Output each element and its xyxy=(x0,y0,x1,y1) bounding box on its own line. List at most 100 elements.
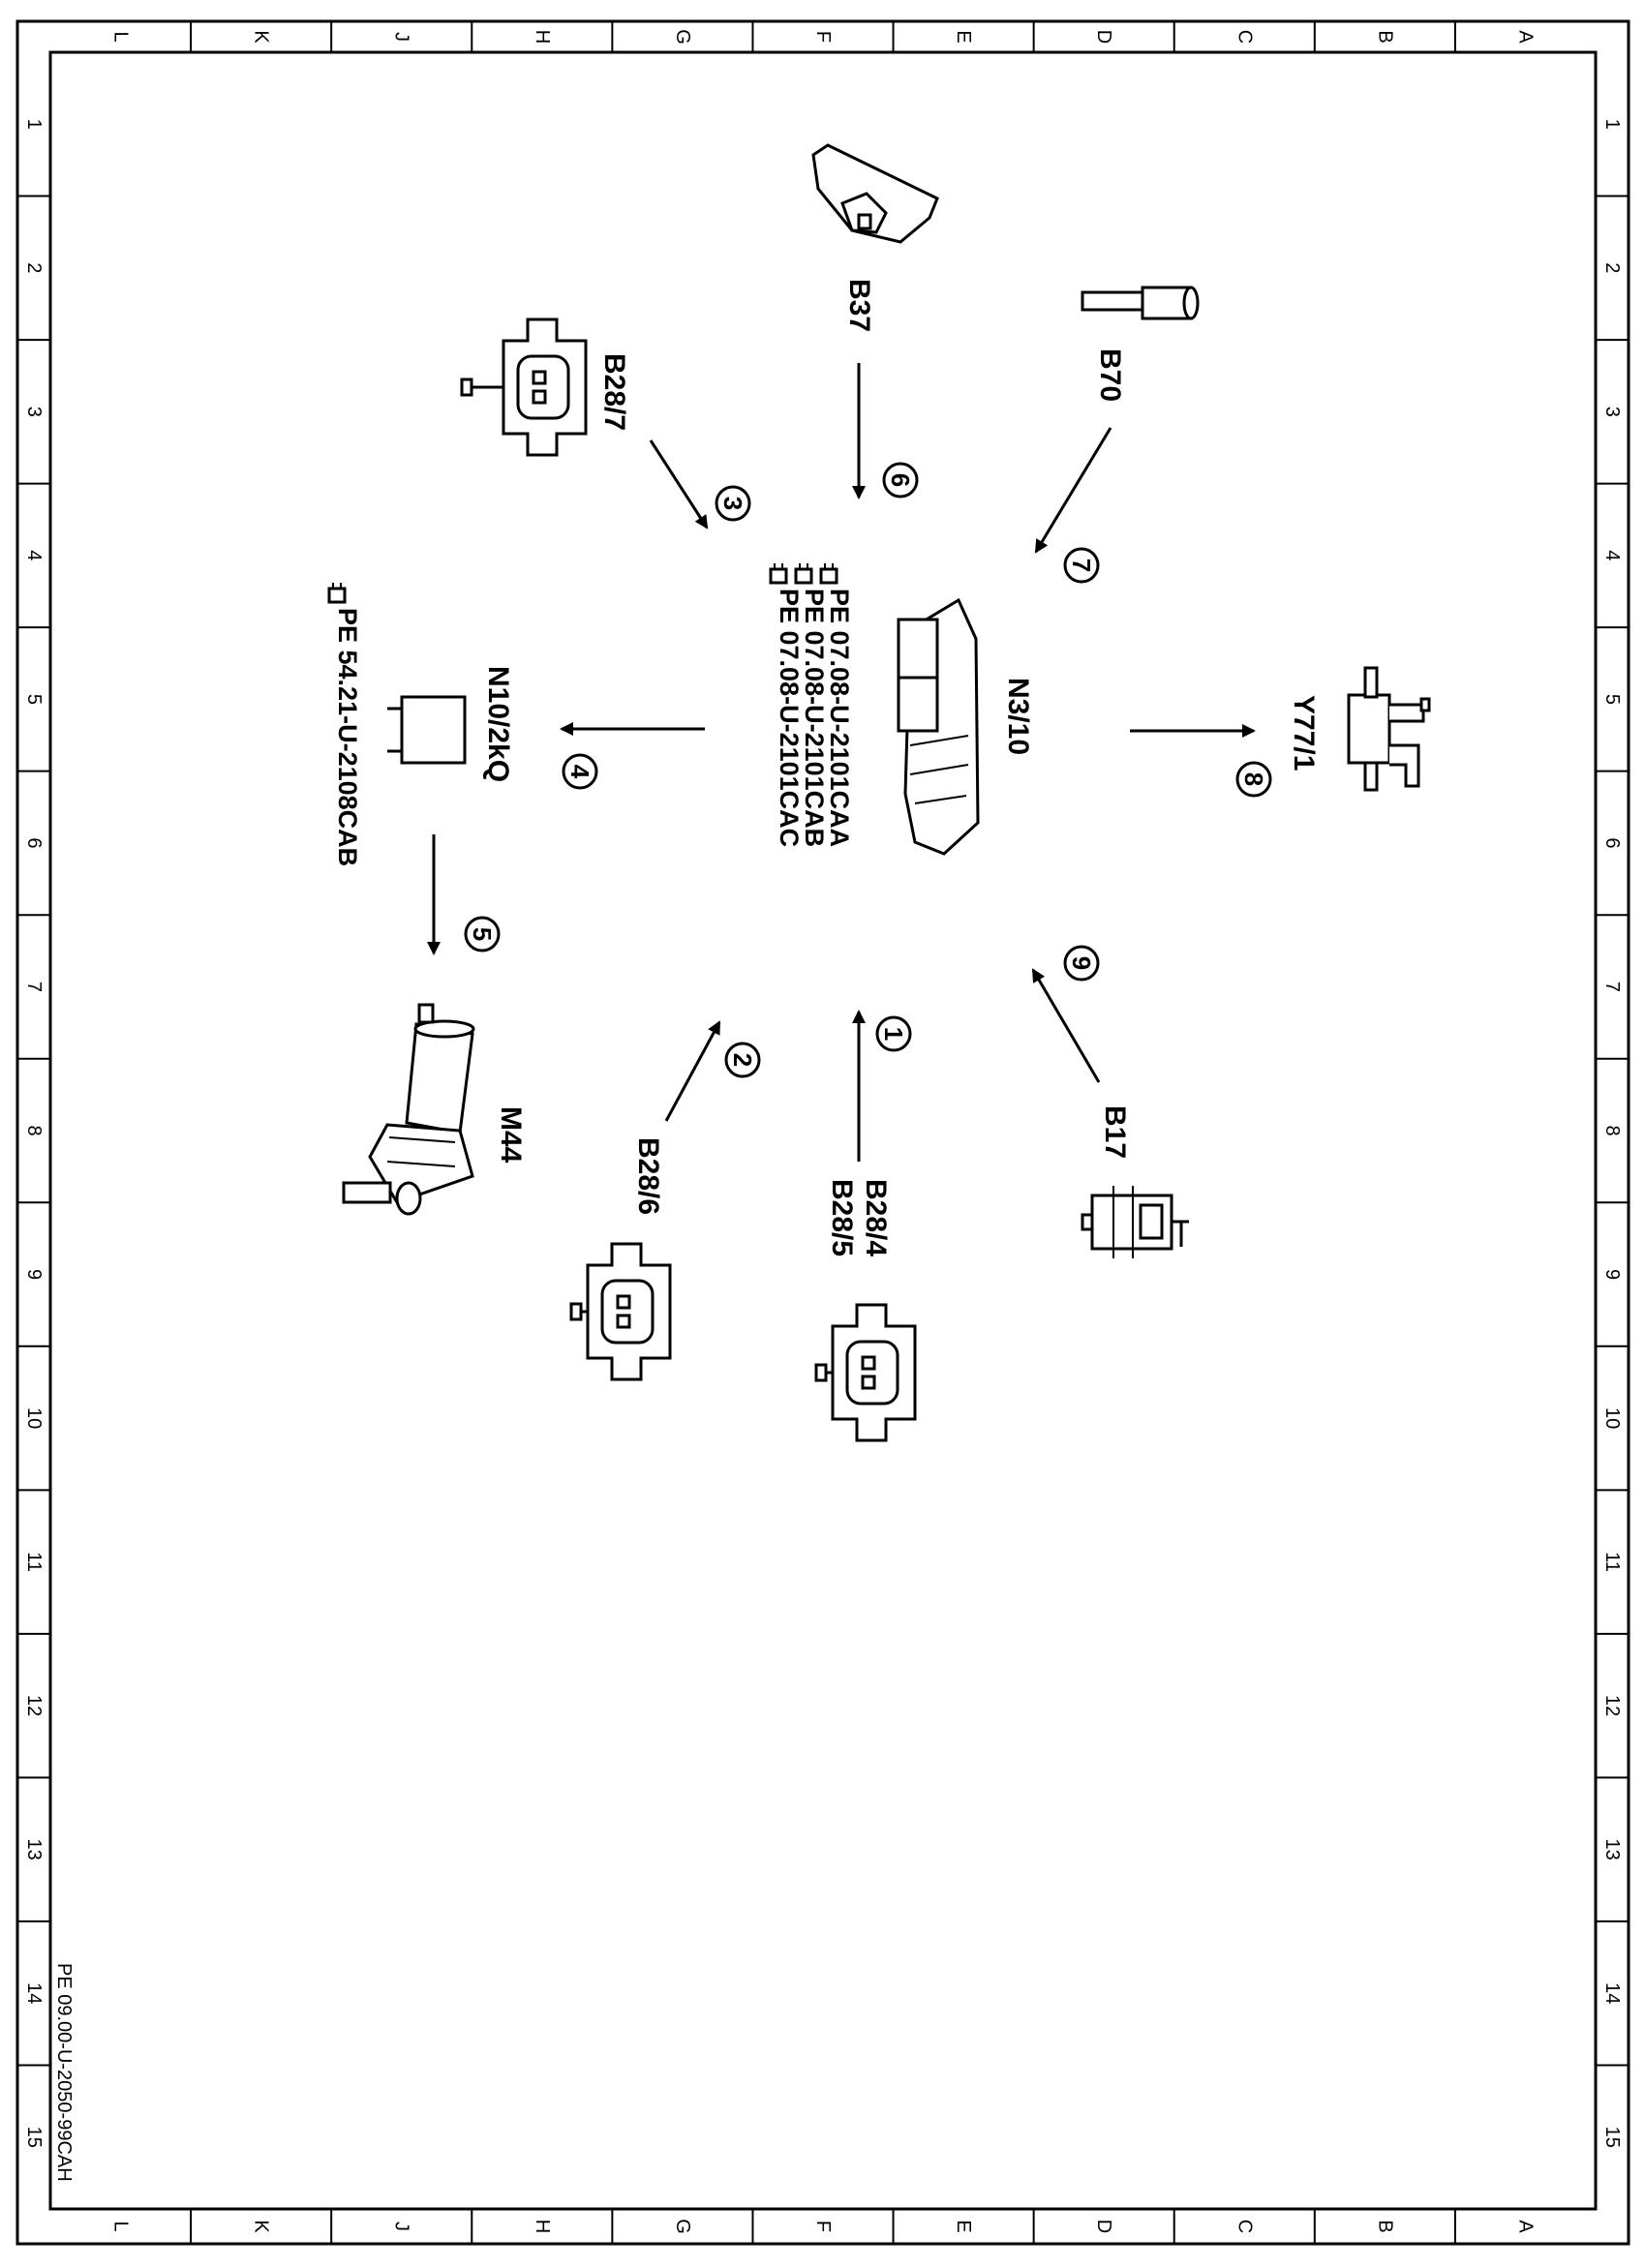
column-label-top: E xyxy=(953,30,974,43)
pump-m44-icon xyxy=(342,1003,475,1216)
step-4: 4 xyxy=(562,753,598,790)
column-label-bottom: L xyxy=(110,2221,132,2231)
row-label-right: 7 xyxy=(1601,982,1623,992)
row-label-left: 1 xyxy=(23,119,45,130)
svg-text:8: 8 xyxy=(1239,772,1268,786)
svg-text:4: 4 xyxy=(565,765,594,779)
label-m44: M44 xyxy=(495,1106,527,1164)
column-label-bottom: B xyxy=(1374,2220,1395,2232)
grid-ticks xyxy=(17,21,1629,2244)
label-b17: B17 xyxy=(1099,1105,1131,1159)
valve-y77-1-icon xyxy=(1347,666,1431,792)
document-id: PE 09.00-U-2050-99CAH xyxy=(53,1963,75,2182)
row-label-right: 2 xyxy=(1601,262,1623,273)
step-5: 5 xyxy=(464,916,501,953)
column-label-bottom: K xyxy=(251,2220,272,2233)
column-label-bottom: H xyxy=(532,2220,553,2233)
relay-n10-2kq-icon xyxy=(387,695,467,765)
label-n10-2kq: N10/2kQ xyxy=(482,666,514,782)
label-n3-10: N3/10 xyxy=(1002,678,1034,755)
column-label-top: K xyxy=(251,30,272,44)
reference-pointer-icon xyxy=(327,563,838,604)
label-b28-5: B28/5 xyxy=(826,1179,858,1256)
pressure-sensor-b28-4-5-icon xyxy=(814,1303,917,1442)
step-9: 9 xyxy=(1063,945,1100,982)
ref-n3-10-b: PE 07.08-U-2101CAB xyxy=(800,589,829,847)
label-b70: B70 xyxy=(1094,348,1126,402)
arrow-b28-6-to-n3-10 xyxy=(664,1020,721,1122)
row-label-right: 6 xyxy=(1601,837,1623,848)
column-label-bottom: F xyxy=(812,2221,834,2232)
column-label-top: F xyxy=(812,31,834,43)
column-label-top: H xyxy=(532,30,553,44)
svg-text:3: 3 xyxy=(718,497,747,510)
svg-text:2: 2 xyxy=(728,1053,757,1067)
pressure-sensor-b28-7-icon xyxy=(460,318,588,457)
row-label-left: 11 xyxy=(23,1552,45,1572)
step-2: 2 xyxy=(724,1042,761,1078)
svg-text:7: 7 xyxy=(1067,559,1096,572)
row-label-right: 4 xyxy=(1601,550,1623,560)
column-label-bottom: G xyxy=(672,2219,693,2234)
svg-text:5: 5 xyxy=(468,927,497,941)
row-label-right: 13 xyxy=(1601,1839,1623,1860)
temperature-sensor-b17-icon xyxy=(1081,1186,1189,1258)
row-label-left: 8 xyxy=(23,1125,45,1135)
arrow-b17-to-n3-10 xyxy=(1031,968,1101,1083)
row-label-left: 3 xyxy=(23,407,45,417)
column-label-bottom: C xyxy=(1234,2220,1255,2233)
ref-n3-10-a: PE 07.08-U-2101CAA xyxy=(825,589,854,847)
inner-border xyxy=(48,50,1598,2211)
step-3: 3 xyxy=(715,485,751,522)
svg-text:1: 1 xyxy=(879,1027,908,1041)
row-label-left: 15 xyxy=(23,2127,45,2148)
column-label-bottom: E xyxy=(953,2220,974,2232)
row-label-right: 1 xyxy=(1601,119,1623,130)
step-7: 7 xyxy=(1063,547,1100,584)
ref-n10-2kq: PE 54.21-U-2108CAB xyxy=(333,608,362,866)
row-label-right: 14 xyxy=(1601,1982,1623,2004)
label-y77-1: Y77/1 xyxy=(1288,695,1320,771)
row-label-left: 12 xyxy=(23,1695,45,1716)
outer-border xyxy=(15,19,1630,2246)
row-label-left: 13 xyxy=(23,1839,45,1860)
row-label-left: 7 xyxy=(23,982,45,992)
row-label-right: 11 xyxy=(1601,1552,1623,1572)
label-b37: B37 xyxy=(843,279,875,332)
column-label-top: L xyxy=(110,31,132,42)
row-label-right: 9 xyxy=(1601,1269,1623,1280)
column-label-top: G xyxy=(672,29,693,45)
row-label-left: 2 xyxy=(23,262,45,273)
ref-n3-10-c: PE 07.08-U-2101CAC xyxy=(775,589,804,847)
label-b28-4: B28/4 xyxy=(860,1179,892,1256)
row-label-right: 12 xyxy=(1601,1695,1623,1716)
step-8: 8 xyxy=(1235,761,1272,798)
column-label-bottom: D xyxy=(1093,2220,1114,2233)
row-label-left: 14 xyxy=(23,1982,45,2004)
row-label-right: 15 xyxy=(1601,2127,1623,2148)
arrow-b70-to-n3-10 xyxy=(1034,427,1112,554)
column-label-top: C xyxy=(1234,30,1255,44)
arrow-b28-7-to-n3-10 xyxy=(649,439,709,529)
row-label-right: 3 xyxy=(1601,407,1623,417)
row-label-left: 5 xyxy=(23,694,45,705)
row-label-left: 4 xyxy=(23,550,45,560)
control-unit-n3-10-icon xyxy=(897,597,980,856)
row-label-right: 8 xyxy=(1601,1125,1623,1135)
step-1: 1 xyxy=(875,1015,912,1052)
column-label-bottom: J xyxy=(391,2222,412,2231)
row-label-right: 10 xyxy=(1601,1407,1623,1429)
column-label-top: J xyxy=(391,32,412,42)
pedal-sensor-b37-icon xyxy=(811,143,939,244)
row-label-left: 9 xyxy=(23,1269,45,1280)
row-label-right: 5 xyxy=(1601,694,1623,705)
label-b28-6: B28/6 xyxy=(632,1137,664,1215)
crankshaft-sensor-b70-icon xyxy=(1081,286,1200,320)
row-label-left: 6 xyxy=(23,837,45,848)
pressure-sensor-b28-6-icon xyxy=(569,1242,672,1381)
svg-text:6: 6 xyxy=(886,473,915,487)
step-6: 6 xyxy=(882,462,919,499)
